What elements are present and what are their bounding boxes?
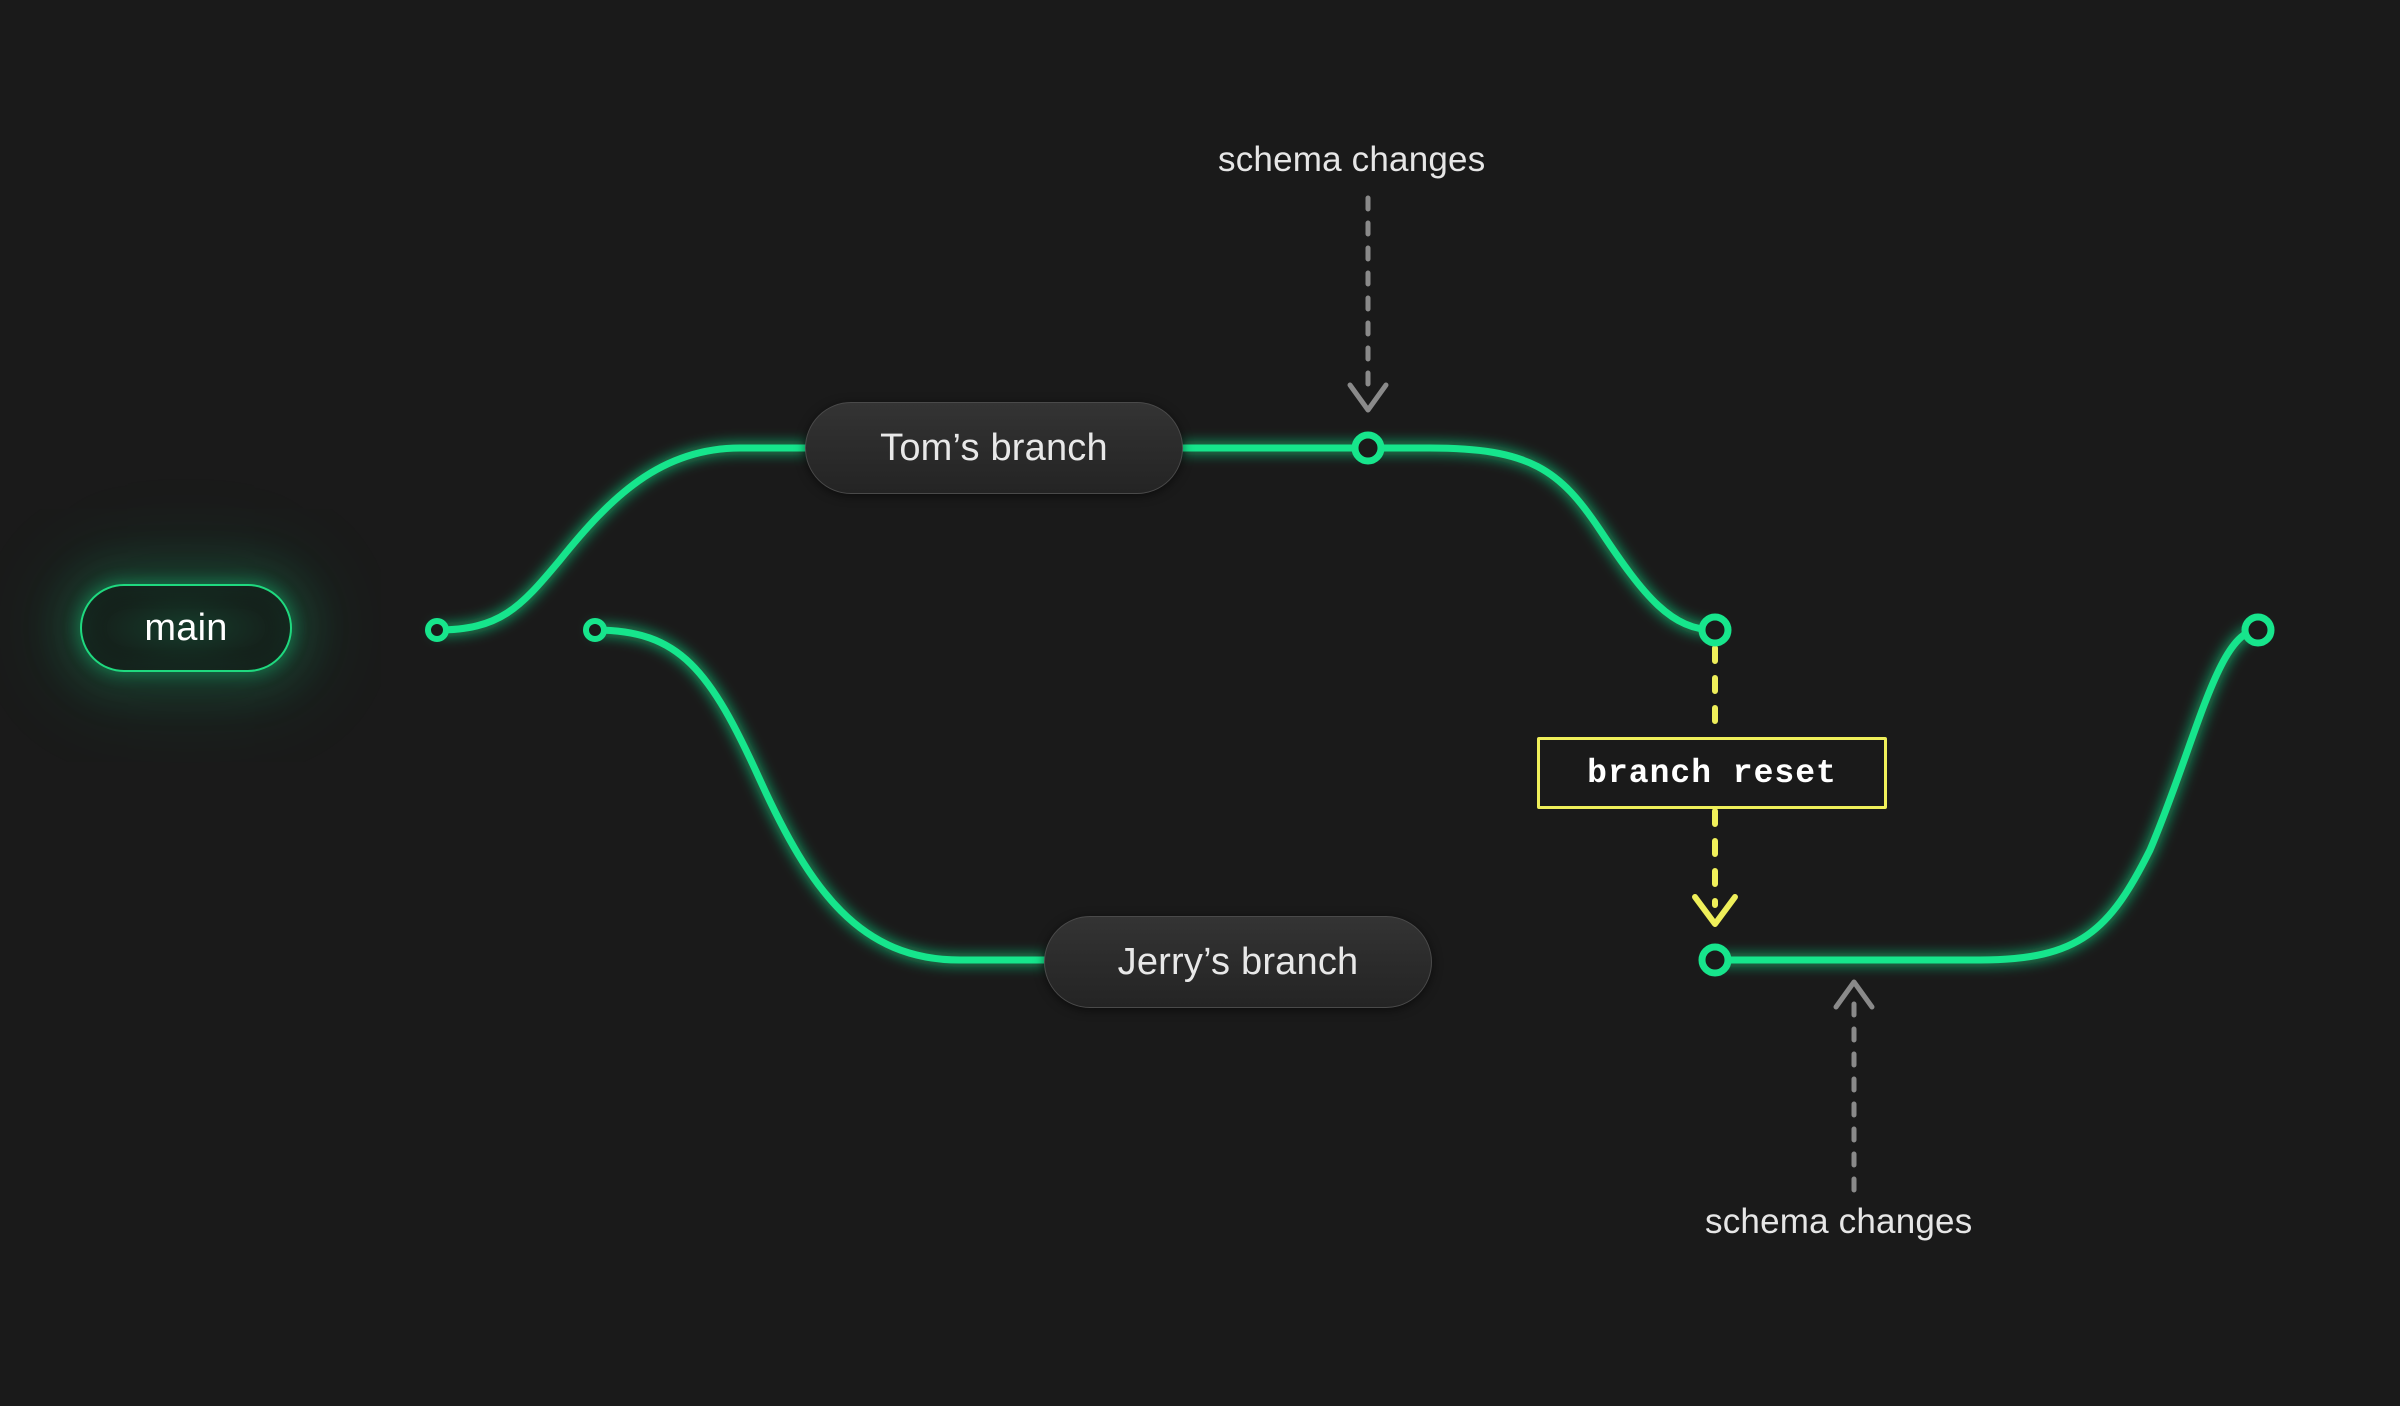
arrow-up-icon xyxy=(1833,979,1875,1010)
reset-arrowhead-icon xyxy=(1692,894,1738,927)
branch-pill-main[interactable]: main xyxy=(80,584,292,672)
branch-reset-callout[interactable]: branch reset xyxy=(1537,737,1887,809)
annotation-label-schema-changes-bottom: schema changes xyxy=(1705,1202,1973,1241)
branch-pill-jerry[interactable]: Jerry’s branch xyxy=(1044,916,1432,1008)
commit-node-main-merge-tom[interactable] xyxy=(1698,613,1732,647)
edge-jerry-fork xyxy=(591,626,1048,964)
branch-pill-jerry-label: Jerry’s branch xyxy=(1117,940,1359,983)
edge-tom-lane xyxy=(1179,444,1719,634)
branch-pill-main-label: main xyxy=(144,606,228,649)
commit-node-main-c2[interactable] xyxy=(583,618,607,642)
branch-reset-label: branch reset xyxy=(1587,754,1837,792)
commit-nodes xyxy=(425,431,2275,977)
branch-pill-tom-label: Tom’s branch xyxy=(880,426,1108,469)
annotation-label-schema-changes-top: schema changes xyxy=(1218,140,1486,179)
commit-node-jerry-reset-head[interactable] xyxy=(1698,943,1732,977)
edge-tom-fork xyxy=(433,444,809,634)
branch-pill-tom[interactable]: Tom’s branch xyxy=(805,402,1183,494)
edge-jerry-lane xyxy=(1711,626,2262,964)
commit-node-tom-schema-change[interactable] xyxy=(1351,431,1385,465)
commit-node-main-c1[interactable] xyxy=(425,618,449,642)
arrow-down-icon xyxy=(1347,382,1389,413)
commit-node-main-merge-jerry[interactable] xyxy=(2241,613,2275,647)
